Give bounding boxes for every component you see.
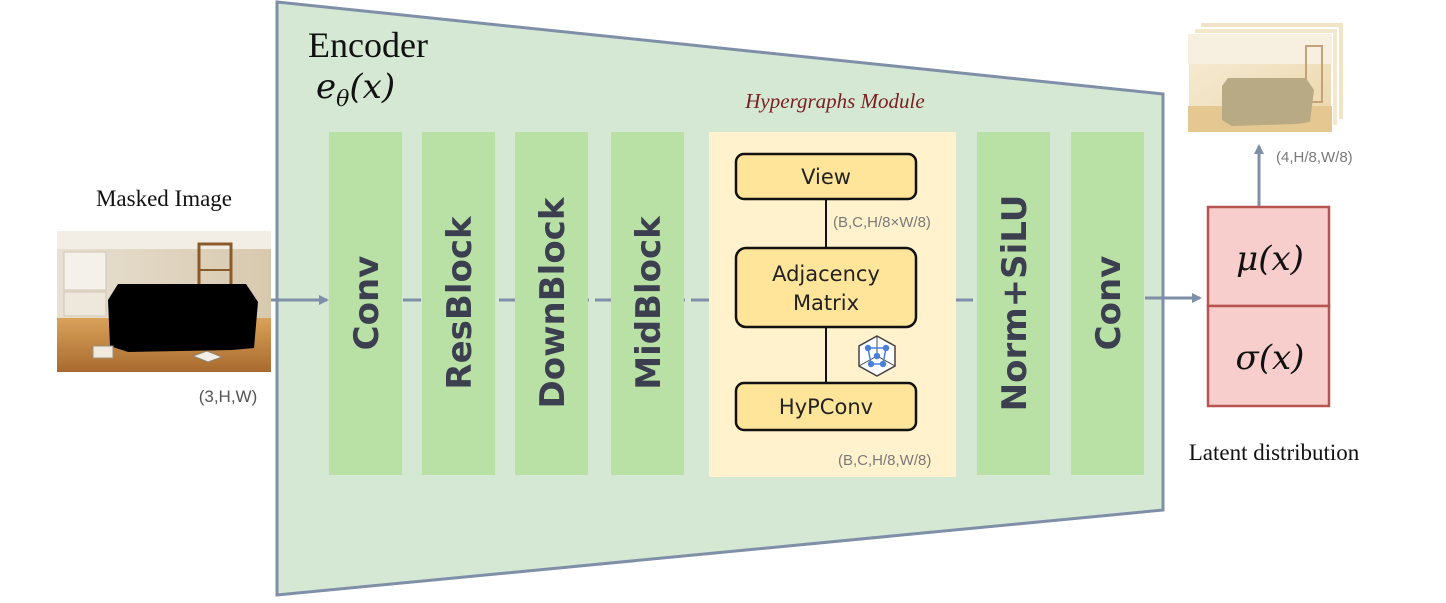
hypergraph-title: Hypergraphs Module: [744, 89, 924, 113]
block-conv-2-label: Conv: [1089, 256, 1129, 351]
latent-mu: μ(x): [1236, 239, 1304, 279]
view-shape-label: (B,C,H/8×W/8): [833, 214, 931, 231]
hypergraph-output-shape: (B,C,H/8,W/8): [838, 452, 931, 469]
adjacency-node: Adjacency Matrix: [734, 246, 918, 329]
block-conv-1-label: Conv: [347, 256, 387, 351]
block-resblock: ResBlock: [422, 132, 495, 475]
input-shape-label: (3,H,W): [199, 387, 258, 406]
adjacency-node-line1: Adjacency: [772, 262, 880, 286]
adjacency-node-line2: Matrix: [793, 291, 859, 315]
view-node-label: View: [801, 165, 851, 189]
encoder-formula-arg: (x): [349, 67, 395, 107]
block-midblock: MidBlock: [611, 132, 684, 475]
block-downblock-label: DownBlock: [533, 196, 573, 408]
block-midblock-label: MidBlock: [629, 215, 669, 390]
block-downblock: DownBlock: [515, 132, 588, 475]
block-conv-2: Conv: [1071, 132, 1144, 475]
encoder-formula: eθ(x): [316, 67, 395, 112]
hypergraph-icon: [858, 335, 896, 377]
latent-sigma: σ(x): [1236, 338, 1305, 378]
block-norm-silu-label: Norm+SiLU: [995, 195, 1035, 412]
latent-distribution-box: μ(x) σ(x): [1206, 205, 1331, 408]
hypconv-node-label: HyPConv: [779, 395, 873, 419]
encoder-formula-sub: θ: [336, 87, 349, 112]
view-node: View: [734, 152, 918, 201]
latent-image-stack: [1187, 21, 1345, 133]
encoder-formula-base: e: [316, 67, 336, 107]
hypconv-node: HyPConv: [734, 381, 918, 432]
masked-image: [57, 231, 271, 372]
latent-label: Latent distribution: [1189, 440, 1360, 465]
block-conv-1: Conv: [329, 132, 402, 475]
block-norm-silu: Norm+SiLU: [977, 132, 1050, 475]
input-label: Masked Image: [96, 186, 232, 211]
block-resblock-label: ResBlock: [440, 215, 480, 390]
encoder-title: Encoder: [308, 25, 428, 65]
latent-output-shape: (4,H/8,W/8): [1276, 149, 1353, 166]
